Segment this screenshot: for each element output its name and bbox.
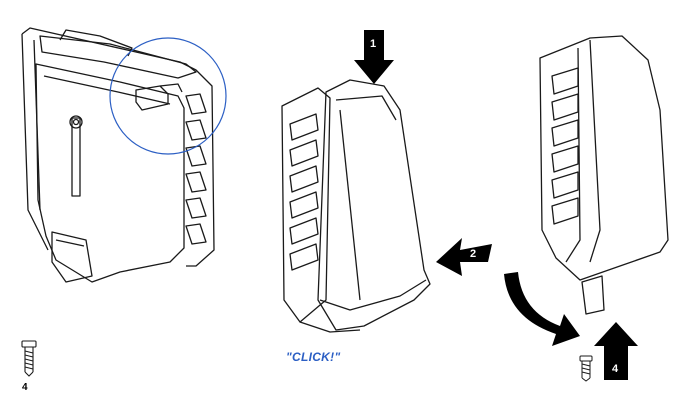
step-3-label: 3 <box>528 281 534 293</box>
unit-on-bracket-figure <box>21 27 227 283</box>
click-callout: "CLICK!" <box>286 350 341 364</box>
screw-icon <box>579 355 593 382</box>
screw-quantity: 4 <box>22 382 28 393</box>
screw-icon <box>21 340 37 377</box>
step-3-arrow: 3 <box>504 272 580 346</box>
back-vents <box>289 113 319 271</box>
step-2-arrow: 2 <box>436 238 492 276</box>
side-vents <box>185 93 207 245</box>
step-2-label: 2 <box>470 248 476 260</box>
step-4-arrow: 4 <box>594 322 638 380</box>
step-4-label: 4 <box>612 363 619 375</box>
unit-installed-figure <box>539 35 669 315</box>
unit-sliding-figure <box>281 79 431 333</box>
step-1-arrow: 1 <box>354 30 394 84</box>
step-1-label: 1 <box>370 38 376 50</box>
highlight-circle <box>109 37 227 155</box>
front-vents <box>551 67 579 225</box>
